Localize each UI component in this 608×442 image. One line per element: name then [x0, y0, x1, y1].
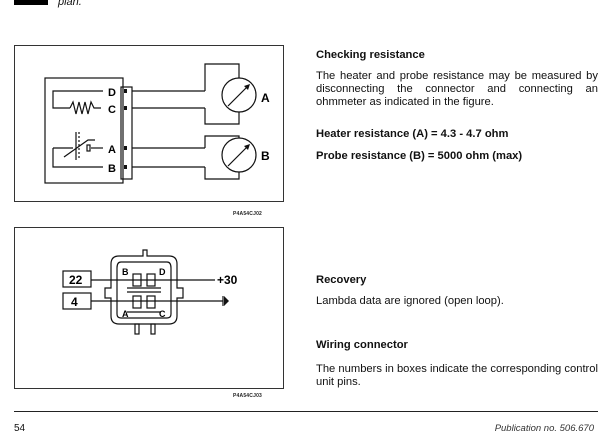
pin-label-a: A — [108, 144, 116, 156]
pin-box-label-4: 4 — [71, 295, 78, 309]
recovery-heading: Recovery — [316, 274, 367, 286]
connector-housing — [104, 249, 184, 325]
heater-resistance-spec: Heater resistance (A) = 4.3 - 4.7 ohm — [316, 128, 509, 140]
footer-rule — [14, 411, 598, 412]
page-number: 54 — [14, 423, 26, 434]
meter-label-b: B — [261, 149, 270, 163]
resistance-diagram: D C A B A B — [14, 45, 284, 202]
ohmmeter-b-icon — [221, 137, 257, 173]
supply-label: +30 — [217, 273, 238, 287]
wiring-connector-body: The numbers in boxes indicate the corres… — [316, 363, 598, 388]
figure-code-2: P4A54CJ03 — [233, 393, 263, 399]
checking-resistance-body: The heater and probe resistance may be m… — [316, 70, 598, 108]
header-bar — [14, 0, 48, 5]
pin-label-b: B — [108, 163, 116, 175]
connector-svg: 22 4 B D A C +30 — [62, 249, 238, 335]
continued-text: plan. — [58, 0, 82, 8]
pin-label-d: D — [108, 87, 116, 99]
sensor-body — [44, 77, 124, 184]
publication-number: Publication no. 506.670 — [494, 423, 594, 434]
probe-sensor-icon — [63, 139, 95, 158]
probe-resistance-spec: Probe resistance (B) = 5000 ohm (max) — [316, 150, 523, 162]
conn-pin-d: D — [159, 267, 166, 277]
pin-box-label-22: 22 — [69, 273, 83, 287]
connector-diagram: 22 4 B D A C +30 — [14, 227, 284, 389]
wiring-connector-heading: Wiring connector — [316, 339, 408, 351]
meter-label-a: A — [261, 91, 270, 105]
pin-box-22 — [62, 270, 92, 288]
conn-pin-a: A — [122, 309, 129, 319]
resistance-circuit-svg: D C A B A B — [44, 63, 270, 184]
conn-pin-c: C — [159, 309, 166, 319]
recovery-body: Lambda data are ignored (open loop). — [316, 295, 504, 307]
checking-resistance-heading: Checking resistance — [316, 49, 425, 61]
conn-pin-b: B — [122, 267, 129, 277]
connector-strip — [120, 86, 133, 180]
heater-resistor-icon — [69, 100, 101, 115]
pin-label-c: C — [108, 104, 116, 116]
figure-code-1: P4A54CJ02 — [233, 211, 263, 217]
ohmmeter-a-icon — [221, 77, 257, 113]
